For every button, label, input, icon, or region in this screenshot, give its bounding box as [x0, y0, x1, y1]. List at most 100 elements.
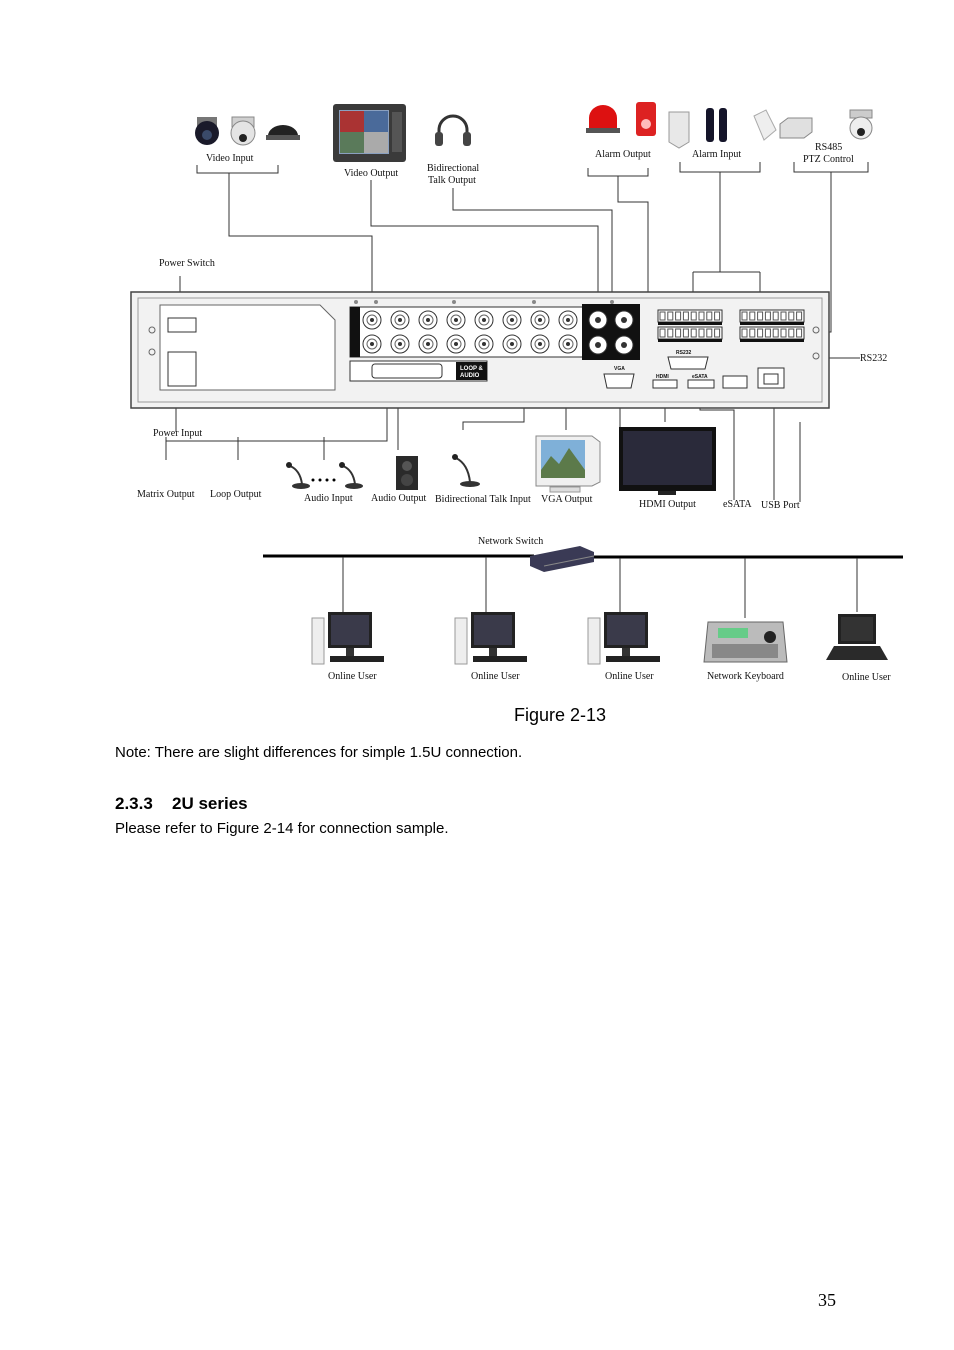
terminal-strip	[740, 339, 804, 342]
loop-output-label: Loop Output	[210, 489, 262, 500]
pc-keyboard-icon	[606, 656, 660, 662]
terminal-screw	[706, 311, 713, 321]
pc-keyboard-icon	[473, 656, 527, 662]
bnc-ring	[422, 314, 434, 326]
bnc-pin	[538, 318, 542, 322]
esata-panel-label: eSATA	[692, 374, 708, 380]
online-user-label-4: Online User	[842, 672, 891, 683]
pc-tower-icon	[454, 617, 468, 665]
rs232-panel-label: RS232	[676, 350, 692, 356]
power-switch-port	[167, 317, 197, 333]
terminal-screw	[659, 328, 666, 338]
terminal-screw	[749, 328, 756, 338]
network-backbone	[263, 554, 903, 618]
camera-icons	[195, 116, 300, 146]
online-user-label-1: Online User	[328, 671, 377, 682]
smoke-detector-icon	[753, 109, 777, 141]
terminal-screw	[764, 311, 771, 321]
power-input-label: Power Input	[153, 428, 202, 439]
bnc-pin	[370, 342, 374, 346]
terminal-screw	[698, 311, 705, 321]
bnc-ring	[562, 314, 574, 326]
terminal-screw	[757, 328, 764, 338]
terminal-screw	[741, 311, 748, 321]
terminal-screw	[788, 328, 795, 338]
loop-audio-label-1: LOOP &	[460, 366, 484, 372]
terminal-screw	[714, 311, 721, 321]
bnc-pin	[566, 318, 570, 322]
bnc-pin	[510, 342, 514, 346]
alarm-input-device-icons	[668, 108, 813, 149]
terminal-screw	[682, 311, 689, 321]
esata-port	[687, 379, 715, 389]
hdmi-panel-label: HDMI	[656, 374, 669, 380]
terminal-screw	[780, 311, 787, 321]
section-number: 2.3.3	[115, 794, 153, 813]
terminal-screw	[690, 311, 697, 321]
video-monitor-icon	[333, 104, 406, 162]
usb-port-label: USB Port	[761, 500, 800, 511]
terminal-screw	[659, 311, 666, 321]
speaker-icon	[396, 456, 418, 490]
audio-input-label: Audio Input	[304, 493, 353, 504]
refer-text: Please refer to Figure 2-14 for connecti…	[115, 820, 449, 837]
diagram-labels: Video Input Video Output Bidirectional T…	[137, 142, 891, 683]
bnc-ring	[394, 314, 406, 326]
beam-detector-icon	[706, 108, 727, 142]
lcd-tv-icon	[619, 427, 716, 495]
sensor-box-icon	[779, 117, 813, 139]
network-switch-label: Network Switch	[478, 536, 543, 547]
bnc-pin	[482, 318, 486, 322]
network-switch-icon	[530, 546, 595, 572]
crt-monitor-icon	[535, 435, 601, 493]
terminal-screw	[796, 328, 803, 338]
terminal-screw	[772, 328, 779, 338]
terminal-screw	[706, 328, 713, 338]
pc-stand	[622, 648, 630, 656]
bnc-pin	[482, 342, 486, 346]
online-user-label-3: Online User	[605, 671, 654, 682]
video-input-block	[349, 306, 584, 358]
bnc-pin	[370, 318, 374, 322]
pc-tower-icon	[587, 617, 601, 665]
video-input-label: Video Input	[206, 153, 254, 164]
online-user-label-2: Online User	[471, 671, 520, 682]
terminal-screw	[682, 328, 689, 338]
ptz-camera-icon	[230, 116, 256, 146]
bnc-ring	[366, 338, 378, 350]
connection-diagram: LOOP & AUDIO VGA RS232 HDMI eSATA	[130, 102, 903, 683]
pc-stand	[489, 648, 497, 656]
vga-port	[603, 373, 635, 389]
terminal-screw	[667, 328, 674, 338]
pc-screen	[607, 615, 645, 645]
pc-keyboard-icon	[330, 656, 384, 662]
bnc-pin	[538, 342, 542, 346]
terminal-screw	[749, 311, 756, 321]
terminal-screw	[788, 311, 795, 321]
online-user-computers	[311, 612, 660, 665]
pc-tower-icon	[311, 617, 325, 665]
loop-audio-label-2: AUDIO	[460, 373, 480, 379]
rs485-label-1: RS485	[815, 142, 842, 153]
bnc-pin	[398, 342, 402, 346]
bnc-ring	[534, 314, 546, 326]
vga-panel-label: VGA	[614, 366, 625, 372]
bnc-ring	[562, 338, 574, 350]
network-port	[757, 367, 785, 389]
page-number: 35	[818, 1290, 836, 1310]
pc-screen	[474, 615, 512, 645]
power-input-port	[167, 351, 197, 387]
bnc-ring	[450, 314, 462, 326]
terminal-screw	[690, 328, 697, 338]
note-text: Note: There are slight differences for s…	[115, 744, 523, 761]
pc-stand	[346, 648, 354, 656]
talk-microphone-icon	[452, 454, 480, 487]
bnc-ring	[422, 338, 434, 350]
vga-output-label: VGA Output	[541, 494, 593, 505]
terminal-screw	[741, 328, 748, 338]
bidirectional-talk-output-label-1: Bidirectional	[427, 163, 479, 174]
rs485-label-2: PTZ Control	[803, 154, 854, 165]
terminal-strip	[658, 322, 722, 325]
bnc-ring	[534, 338, 546, 350]
